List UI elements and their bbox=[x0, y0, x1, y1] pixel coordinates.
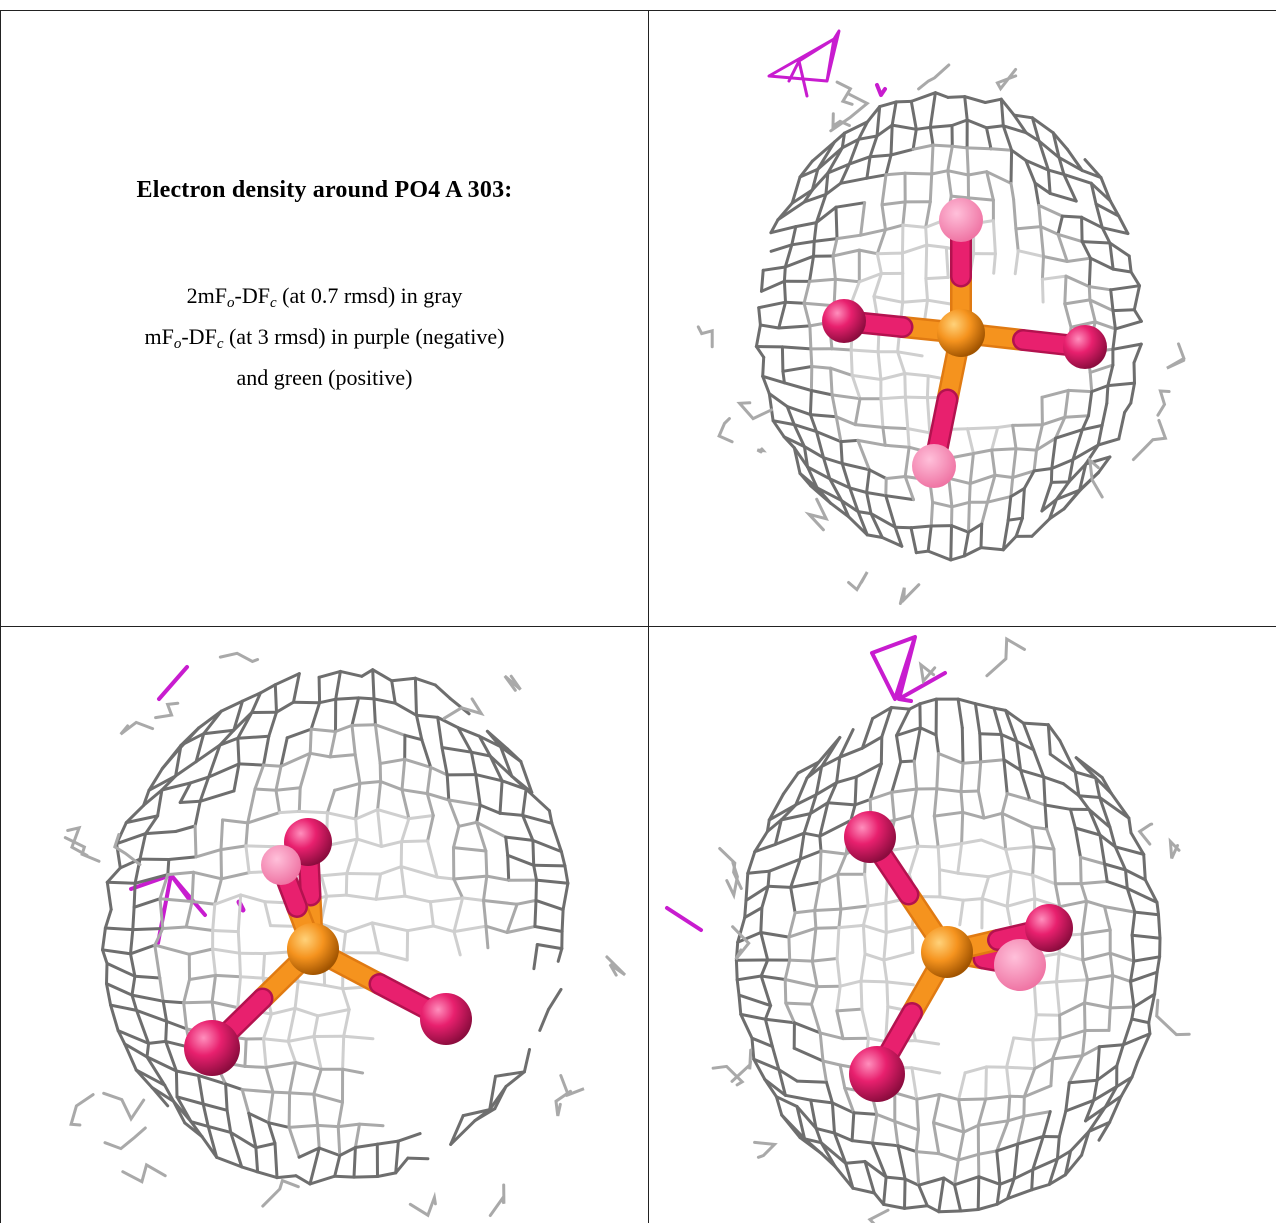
phosphorus-atom bbox=[921, 926, 973, 978]
negative-density-line bbox=[665, 906, 703, 932]
legend-line1-part-a: 2mF bbox=[186, 283, 227, 308]
po4-molecule bbox=[844, 811, 1073, 1102]
legend-line2-part-a: mF bbox=[144, 324, 174, 349]
negative-density-fragment bbox=[767, 29, 841, 98]
negative-density-dot bbox=[875, 83, 887, 97]
oxygen-atom bbox=[420, 993, 472, 1045]
table-border-top bbox=[0, 10, 1276, 11]
phosphorus-atom bbox=[287, 923, 339, 975]
legend-line-positive: and green (positive) bbox=[236, 365, 413, 390]
oxygen-atom bbox=[822, 299, 866, 343]
density-mesh bbox=[696, 63, 1186, 605]
phosphorus-atom bbox=[937, 309, 985, 357]
caption-legend: 2mFo-DFc (at 0.7 rmsd) in gray mFo-DFc (… bbox=[1, 279, 648, 394]
legend-line1-part-c: (at 0.7 rmsd) in gray bbox=[276, 283, 463, 308]
oxygen-atom bbox=[994, 939, 1046, 991]
oxygen-atom bbox=[912, 444, 956, 488]
negative-density-fragment bbox=[870, 635, 947, 703]
legend-line1-part-b: -DF bbox=[234, 283, 270, 308]
negative-density-line bbox=[157, 665, 189, 701]
legend-line2-sub-o: o bbox=[173, 336, 182, 352]
legend-line2-part-b: -DF bbox=[181, 324, 217, 349]
caption-cell: Electron density around PO4 A 303: 2mFo-… bbox=[1, 11, 648, 626]
legend-line1-sub-c: c bbox=[269, 295, 277, 311]
legend-line2-sub-c: c bbox=[216, 336, 224, 352]
table-border-middle bbox=[0, 626, 1276, 627]
density-view-top-right bbox=[696, 29, 1186, 605]
oxygen-atom bbox=[1063, 325, 1107, 369]
density-view-bottom-right bbox=[665, 635, 1191, 1223]
legend-line-2mfo: 2mFo-DFc (at 0.7 rmsd) in gray bbox=[1, 279, 648, 320]
oxygen-atom bbox=[184, 1020, 240, 1076]
table-border-center bbox=[648, 10, 649, 1223]
caption-title: Electron density around PO4 A 303: bbox=[136, 177, 513, 203]
density-view-bottom-left bbox=[63, 651, 627, 1218]
oxygen-atom bbox=[261, 845, 301, 885]
oxygen-atom bbox=[939, 198, 983, 242]
table-border-left bbox=[0, 10, 1, 1223]
legend-line2-part-c: (at 3 rmsd) in purple (negative) bbox=[223, 324, 505, 349]
legend-line1-sub-o: o bbox=[227, 295, 235, 311]
density-mesh bbox=[63, 651, 627, 1218]
legend-line-mfo: mFo-DFc (at 3 rmsd) in purple (negative) bbox=[1, 320, 648, 361]
po4-molecule bbox=[822, 198, 1107, 488]
po4-molecule bbox=[184, 818, 472, 1076]
oxygen-atom bbox=[1025, 904, 1073, 952]
oxygen-atom bbox=[844, 811, 896, 863]
oxygen-atom bbox=[849, 1046, 905, 1102]
